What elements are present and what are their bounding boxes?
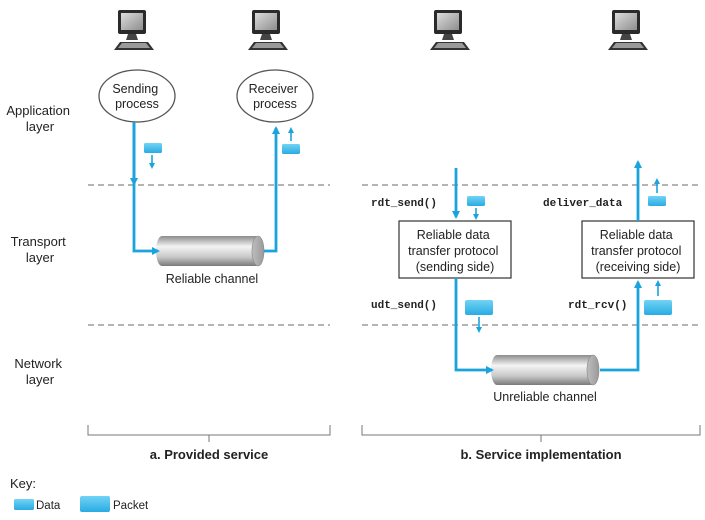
receiving-side-label: Reliable data transfer protocol (receivi… xyxy=(591,228,685,274)
network-packet-icon xyxy=(465,300,493,315)
data-packet-icon xyxy=(282,144,300,154)
key-title: Key: xyxy=(10,476,36,491)
udt-send-arrow xyxy=(454,278,494,374)
sending-process-node xyxy=(98,69,176,123)
rdt-rcv-label: rdt_rcv() xyxy=(568,300,627,312)
sending-side-label: Reliable data transfer protocol (sending… xyxy=(408,228,502,274)
rdt-rcv-arrow xyxy=(600,280,642,372)
computer-icon xyxy=(608,10,648,50)
right-bracket xyxy=(361,425,701,442)
computer-icon xyxy=(114,10,154,50)
transport-layer-label: Transport layer xyxy=(11,234,70,265)
receiver-process-node xyxy=(236,69,314,123)
unreliable-channel-label: Unreliable channel xyxy=(493,390,597,404)
computer-icon xyxy=(248,10,288,50)
reliable-channel-label: Reliable channel xyxy=(166,272,258,286)
network-packet-icon xyxy=(644,300,672,315)
sending-process-label: Sending process xyxy=(112,82,161,111)
deliver-data-label: deliver_data xyxy=(543,198,623,210)
send-flow-arrow xyxy=(132,122,160,255)
receiving-side-box xyxy=(581,220,695,279)
caption-provided-service: a. Provided service xyxy=(150,447,269,462)
key-data-icon xyxy=(14,499,34,510)
computer-icon xyxy=(430,10,470,50)
reliable-channel-pipe xyxy=(156,235,265,267)
application-layer-label: Application layer xyxy=(6,103,73,134)
key-data-label: Data xyxy=(36,500,61,512)
receive-flow-arrow xyxy=(264,126,280,253)
caption-service-implementation: b. Service implementation xyxy=(460,447,621,462)
data-packet-icon xyxy=(144,143,162,153)
key-packet-icon xyxy=(80,496,110,512)
data-packet-icon xyxy=(467,196,485,206)
data-packet-icon xyxy=(648,196,666,206)
unreliable-channel-pipe xyxy=(491,354,600,386)
udt-send-label: udt_send() xyxy=(371,300,437,312)
rdt-send-label: rdt_send() xyxy=(371,198,437,210)
key-packet-label: Packet xyxy=(113,500,149,512)
network-layer-label: Network layer xyxy=(14,356,65,387)
left-bracket xyxy=(87,425,331,442)
receiver-process-label: Receiver process xyxy=(249,82,302,111)
